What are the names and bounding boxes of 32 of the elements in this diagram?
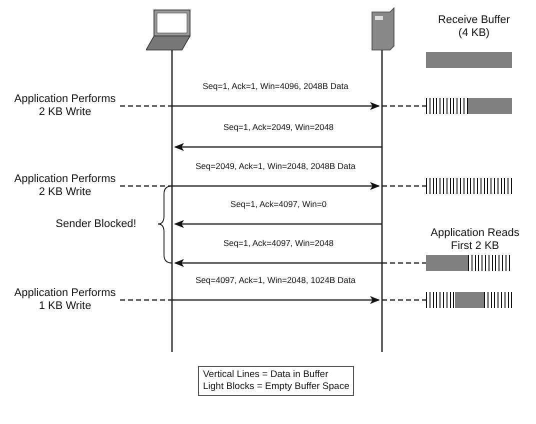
message-arrow [174, 143, 382, 151]
application-label: Application Performs 1 KB Write [14, 287, 116, 313]
connector-line [120, 299, 172, 301]
connector-line [382, 105, 426, 107]
edge-label: Seq=1, Ack=4097, Win=2048 [222, 238, 335, 249]
message-arrow [172, 182, 380, 190]
edge-label: Seq=2049, Ack=1, Win=2048, 2048B Data [194, 161, 356, 172]
edge-label: Seq=1, Ack=2049, Win=2048 [222, 122, 335, 133]
message-arrow [172, 296, 380, 304]
buffer-bar [426, 52, 512, 68]
edge-label: Seq=1, Ack=4097, Win=0 [229, 199, 328, 210]
annotation-text: Application Reads First 2 KB [430, 227, 520, 253]
annotation-text: Receive Buffer (4 KB) [437, 14, 511, 40]
connector-line [120, 105, 172, 107]
application-label: Application Performs 2 KB Write [14, 93, 116, 119]
application-label: Application Performs 2 KB Write [14, 173, 116, 199]
connector-line [382, 299, 426, 301]
edge-label: Seq=1, Ack=1, Win=4096, 2048B Data [202, 81, 350, 92]
annotation-text: Sender Blocked! [54, 218, 138, 231]
legend-text: Light Blocks = Empty Buffer Space [203, 381, 350, 392]
message-arrow [172, 102, 380, 110]
connector-line [120, 185, 172, 187]
connector-line [382, 185, 426, 187]
edge-label: Seq=4097, Ack=1, Win=2048, 1024B Data [194, 275, 356, 286]
connector-line [382, 262, 426, 264]
buffer-bar [426, 292, 512, 308]
legend-text: Vertical Lines = Data in Buffer [203, 369, 328, 380]
server-lifeline-drawing [370, 6, 396, 352]
message-arrow [174, 259, 382, 267]
buffer-bar [426, 98, 512, 114]
message-arrow [174, 220, 382, 228]
buffer-bar [426, 255, 512, 271]
